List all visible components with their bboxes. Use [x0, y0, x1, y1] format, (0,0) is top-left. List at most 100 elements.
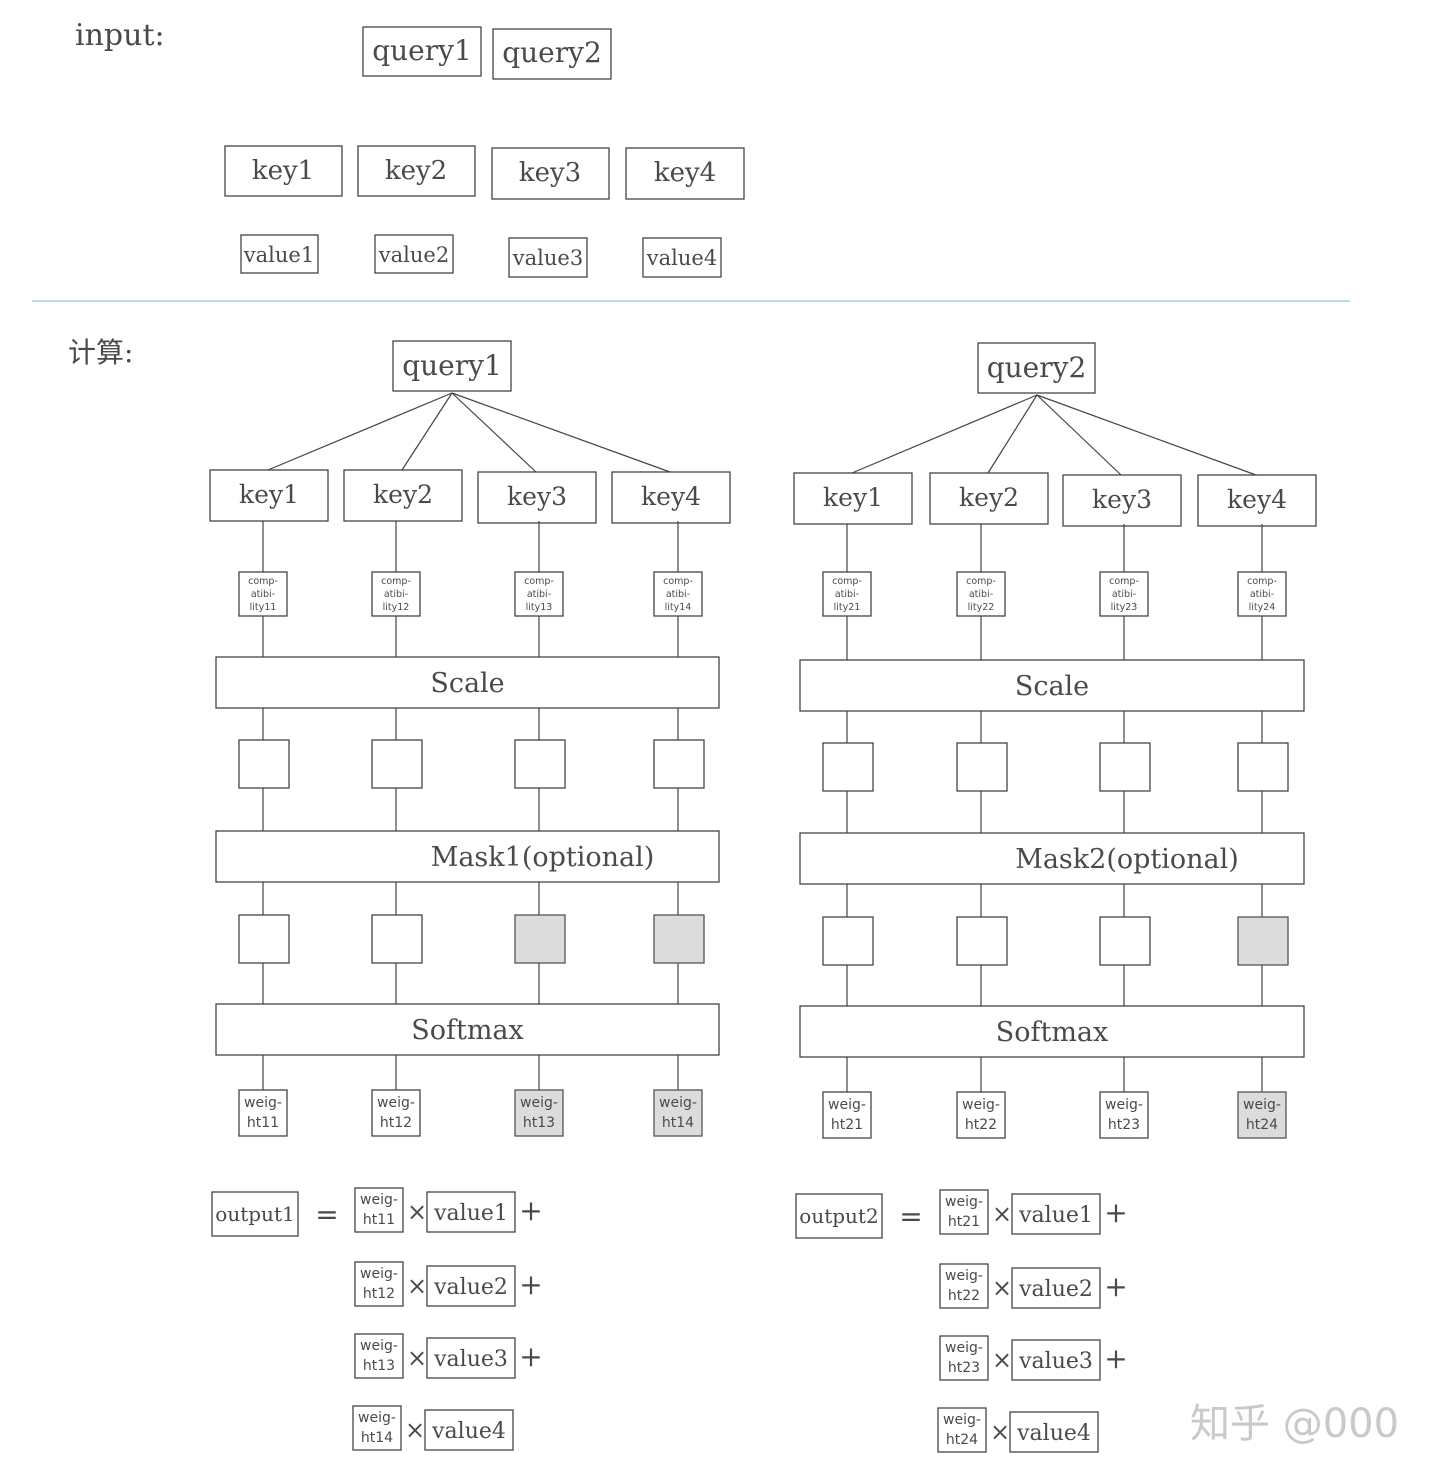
weighted-term: weig-ht12×value2+	[354, 1261, 543, 1307]
key-label: key2	[373, 480, 433, 509]
scaled-score-box	[822, 742, 874, 792]
term-value-label: value1	[433, 1201, 508, 1226]
scale-layer-label: Scale	[1015, 671, 1089, 702]
softmax-layer: Softmax	[215, 1003, 720, 1056]
query-key-edge	[267, 392, 453, 471]
term-value-label: value4	[1016, 1421, 1091, 1446]
term-weight-label: weig-	[945, 1194, 983, 1210]
term-weight-label: ht24	[946, 1432, 978, 1448]
multiply-sign: ×	[407, 1198, 427, 1226]
term-weight-label: weig-	[358, 1410, 396, 1426]
compatibility-label: atibi-	[251, 589, 275, 600]
plus-sign: +	[1104, 1196, 1127, 1229]
weight-label: ht22	[965, 1117, 997, 1133]
unmasked-score-box	[822, 916, 874, 966]
term-weight-label: weig-	[945, 1340, 983, 1356]
term-value-label: value1	[1018, 1203, 1093, 1228]
mask-layer: Mask1(optional)	[215, 830, 720, 883]
term-weight-label: ht11	[363, 1212, 395, 1228]
mask-layer: Mask2(optional)	[799, 832, 1305, 885]
key-label: key3	[1092, 485, 1152, 514]
input-key-4-label: key4	[654, 158, 716, 188]
query-key-edge	[451, 392, 671, 473]
weight-node: weig-ht14	[653, 1089, 703, 1137]
compatibility-label: comp-	[248, 576, 278, 587]
mask-layer-label: Mask2(optional)	[1015, 844, 1239, 875]
weight-node: weig-ht11	[238, 1089, 288, 1137]
term-value-label: value3	[433, 1347, 508, 1372]
term-value-label: value4	[431, 1419, 506, 1444]
softmax-layer-label: Softmax	[996, 1017, 1109, 1048]
multiply-sign: ×	[405, 1416, 425, 1444]
input-key-3: key3	[491, 147, 610, 200]
term-weight-label: ht23	[948, 1360, 980, 1376]
input-value-1-label: value1	[243, 243, 314, 267]
input-value-1: value1	[240, 234, 319, 274]
key-label: key4	[1227, 485, 1287, 514]
weighted-term: weig-ht11×value1+	[354, 1187, 543, 1233]
input-query-2: query2	[492, 28, 612, 80]
masked-score-box	[653, 914, 705, 964]
scaled-score-box	[371, 739, 423, 789]
key-label: key4	[641, 482, 701, 511]
masked-score-box	[1237, 916, 1289, 966]
key-node: key2	[343, 469, 463, 522]
input-query-1-label: query1	[372, 34, 472, 67]
weighted-term: weig-ht24×value4	[937, 1407, 1099, 1453]
term-weight-label: weig-	[360, 1338, 398, 1354]
term-weight-label: ht14	[361, 1430, 393, 1446]
softmax-layer-label: Softmax	[411, 1015, 524, 1046]
query-key-edge	[1036, 394, 1122, 476]
scale-layer: Scale	[215, 656, 720, 709]
key-node: key3	[477, 471, 597, 524]
compatibility-label: lity14	[665, 602, 692, 613]
term-value-label: value3	[1018, 1349, 1093, 1374]
weighted-term: weig-ht13×value3+	[354, 1333, 543, 1379]
compatibility-node: comp-atibi-lity23	[1099, 571, 1149, 617]
key-label: key1	[239, 480, 299, 509]
key-label: key2	[959, 483, 1019, 512]
query-key-edge	[851, 394, 1038, 474]
compatibility-label: comp-	[1247, 576, 1277, 587]
compatibility-node: comp-atibi-lity11	[238, 571, 288, 617]
query-key-edge	[987, 394, 1038, 474]
output-node: output2	[795, 1193, 883, 1239]
compatibility-label: lity12	[383, 602, 410, 613]
compatibility-label: atibi-	[666, 589, 690, 600]
weight-node: weig-ht22	[956, 1091, 1006, 1139]
output-label: output1	[215, 1202, 294, 1226]
unmasked-score-box	[956, 916, 1008, 966]
key-node: key3	[1062, 474, 1182, 527]
compatibility-label: atibi-	[527, 589, 551, 600]
weight-label: weig-	[962, 1097, 1000, 1113]
compatibility-label: comp-	[1109, 576, 1139, 587]
weight-label: weig-	[520, 1095, 558, 1111]
weight-label: ht21	[831, 1117, 863, 1133]
weight-label: weig-	[377, 1095, 415, 1111]
term-weight-label: ht22	[948, 1288, 980, 1304]
input-key-4: key4	[625, 147, 745, 200]
watermark: 知乎 @000	[1190, 1401, 1399, 1447]
scale-layer: Scale	[799, 659, 1305, 712]
query-key-edge	[1036, 394, 1257, 476]
plus-sign: +	[519, 1268, 542, 1301]
input-value-4-label: value4	[646, 246, 717, 270]
scale-layer-label: Scale	[430, 668, 504, 699]
weighted-term: weig-ht14 ×value4	[352, 1405, 514, 1451]
weight-label: weig-	[244, 1095, 282, 1111]
multiply-sign: ×	[992, 1200, 1012, 1228]
weight-label: ht14	[662, 1115, 694, 1131]
scaled-score-box	[653, 739, 705, 789]
input-key-2-label: key2	[385, 156, 447, 186]
input-label: input:	[75, 18, 165, 53]
weight-label: ht12	[380, 1115, 412, 1131]
weighted-term: weig-ht23×value3+	[939, 1335, 1128, 1381]
weight-node: weig-ht21	[822, 1091, 872, 1139]
term-value-label: value2	[1018, 1277, 1093, 1302]
compatibility-label: comp-	[524, 576, 554, 587]
multiply-sign: ×	[992, 1274, 1012, 1302]
term-weight-label: weig-	[360, 1192, 398, 1208]
